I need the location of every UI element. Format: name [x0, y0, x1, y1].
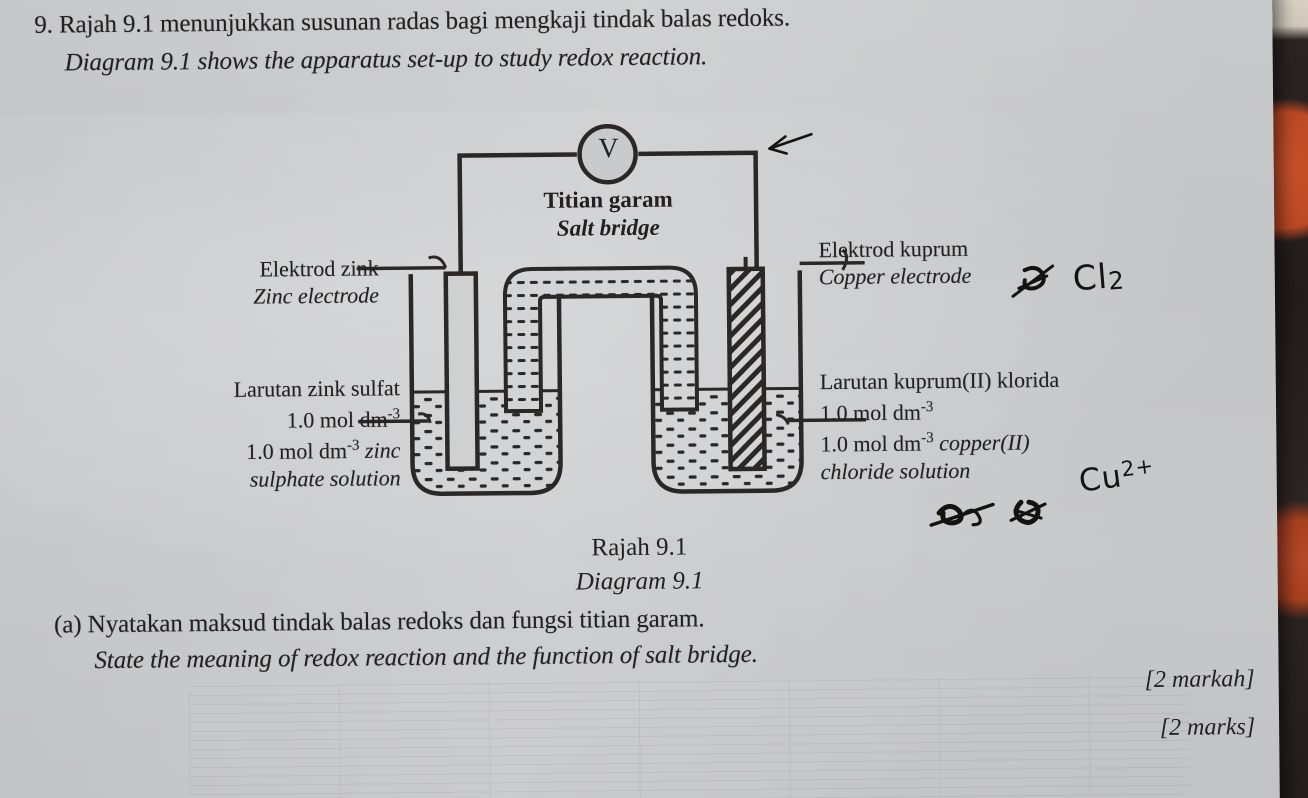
handwritten-cl2-annotation: Cl2: [1071, 256, 1126, 300]
copper-electrode-label-english: Copper electrode: [818, 262, 972, 290]
salt-bridge-tube: [502, 265, 700, 414]
zinc-electrode: [443, 261, 480, 472]
zinc-sulphate-sup-english: -3: [346, 437, 360, 455]
part-a-english: State the meaning of redox reaction and …: [94, 640, 758, 675]
diagram-caption-english: Diagram 9.1: [575, 567, 704, 596]
copper-chloride-conc-english: 1.0 mol dm: [820, 430, 922, 457]
zinc-sulphate-conc-malay: 1.0 mol dm: [286, 406, 388, 433]
zinc-sulphate-malay-line1: Larutan zink sulfat: [233, 375, 400, 402]
copper-chloride-conc-malay: 1.0 mol dm: [819, 399, 922, 426]
wire-left: [457, 152, 577, 276]
zinc-electrode-label: Elektrod zink Zinc electrode: [79, 254, 380, 311]
zinc-sulphate-malay-line2: 1.0 mol dm-3: [40, 401, 400, 436]
copper-chloride-malay-line1: Larutan kuprum(II) klorida: [819, 366, 1060, 395]
zinc-electrode-label-english: Zinc electrode: [253, 282, 380, 309]
zinc-sulphate-conc-english: 1.0 mol dm: [246, 438, 348, 465]
copper-electrode: [726, 256, 767, 472]
handwritten-cu2plus-superscript: 2+: [1119, 452, 1156, 482]
copper-electrode-label-malay: Elektrod kuprum: [818, 235, 969, 263]
electrochemical-cell-diagram: [356, 118, 867, 512]
handwritten-strikeout-scribble: [1007, 258, 1069, 307]
diagram-caption-malay: Rajah 9.1: [591, 533, 688, 562]
wire-right: [638, 150, 759, 270]
paper-sheet: 9. Rajah 9.1 menunjukkan susunan radas b…: [0, 0, 1280, 798]
zinc-sulphate-label: Larutan zink sulfat 1.0 mol dm-3 1.0 mol…: [40, 374, 401, 494]
copper-chloride-malay-line2: 1.0 mol dm-3: [820, 393, 1060, 427]
handwritten-cl2-subscript: 2: [1107, 265, 1126, 296]
copper-chloride-english-tail: copper(II): [933, 429, 1030, 456]
copper-electrode-label: Elektrod kuprum Copper electrode: [818, 235, 971, 290]
handwritten-cl2-text: Cl: [1071, 256, 1110, 300]
voltmeter-label: V: [598, 133, 619, 165]
copper-chloride-english-line1: 1.0 mol dm-3 copper(II): [820, 424, 1060, 458]
copper-chloride-label: Larutan kuprum(II) klorida 1.0 mol dm-3 …: [820, 366, 1061, 485]
zinc-sulphate-english-tail: zinc: [359, 437, 401, 464]
voltmeter: [577, 123, 638, 185]
copper-chloride-english-line2: chloride solution: [820, 457, 971, 484]
zinc-sulphate-english-line1: 1.0 mol dm-3 zinc: [40, 433, 400, 468]
salt-bridge-label: Titian garam Salt bridge: [503, 185, 714, 243]
salt-bridge-label-english: Salt bridge: [556, 214, 660, 241]
marks-malay: [2 markah]: [1144, 666, 1255, 694]
part-a-malay: (a) Nyatakan maksud tindak balas redoks …: [53, 605, 705, 639]
question-stem-malay: 9. Rajah 9.1 menunjukkan susunan radas b…: [34, 4, 791, 39]
zinc-electrode-label-malay: Elektrod zink: [259, 255, 379, 282]
zinc-sulphate-sup-malay: -3: [387, 406, 401, 423]
cell-svg: [356, 123, 867, 497]
question-stem-english: Diagram 9.1 shows the apparatus set-up t…: [64, 43, 708, 77]
salt-bridge-label-malay: Titian garam: [543, 186, 673, 213]
marks-english: [2 marks]: [1159, 714, 1256, 741]
zinc-sulphate-english-line2: sulphate solution: [249, 464, 401, 492]
copper-chloride-sup-malay: -3: [920, 399, 934, 416]
leader-lines: [356, 248, 867, 425]
handwritten-cu2plus-text: Cu: [1076, 458, 1125, 500]
page-content: 9. Rajah 9.1 menunjukkan susunan radas b…: [34, 4, 1256, 741]
copper-chloride-sup-english: -3: [921, 430, 934, 447]
handwritten-cu2plus-annotation: Cu2+: [1077, 452, 1158, 499]
